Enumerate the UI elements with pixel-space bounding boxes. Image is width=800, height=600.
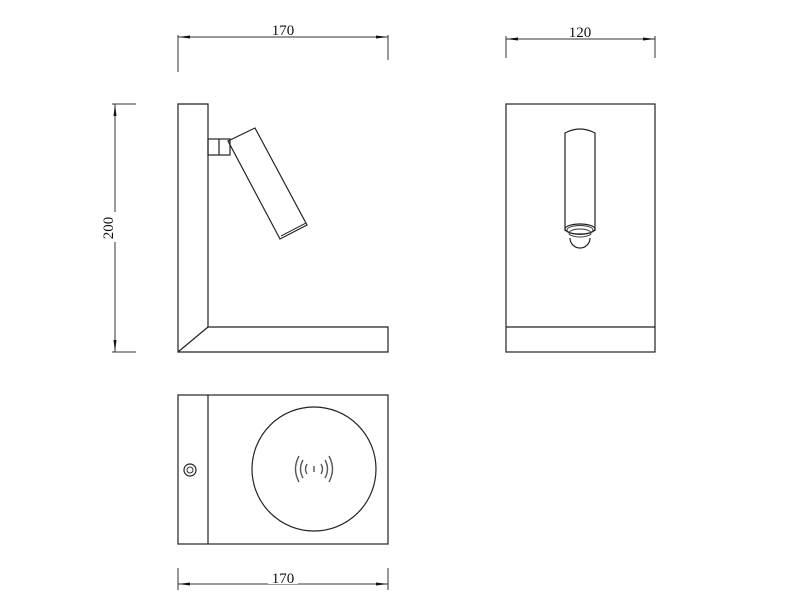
front-width-dimension: 120 <box>505 25 656 58</box>
spotlight-tube-side <box>227 127 308 240</box>
side-width-label: 170 <box>272 23 295 39</box>
side-width-dimension: 170 <box>177 22 389 72</box>
lamp-body-front <box>505 103 656 353</box>
wireless-charging-icon <box>294 455 334 483</box>
wireless-charging-pad <box>251 406 377 532</box>
front-width-label: 120 <box>569 25 592 41</box>
side-height-dimension: 200 <box>101 103 136 353</box>
side-height-label: 200 <box>101 217 117 240</box>
lamp-body-top <box>177 394 389 545</box>
spotlight-tube-front <box>564 128 596 249</box>
top-width-dimension: 170 <box>177 568 389 590</box>
side-view: 170 200 <box>101 22 389 353</box>
front-view: 120 <box>505 25 656 353</box>
spotlight-joint <box>207 138 231 156</box>
top-width-label: 170 <box>272 571 295 587</box>
lamp-body-side <box>177 103 389 353</box>
touch-switch-icon <box>183 463 197 477</box>
top-view: 170 <box>177 394 389 590</box>
